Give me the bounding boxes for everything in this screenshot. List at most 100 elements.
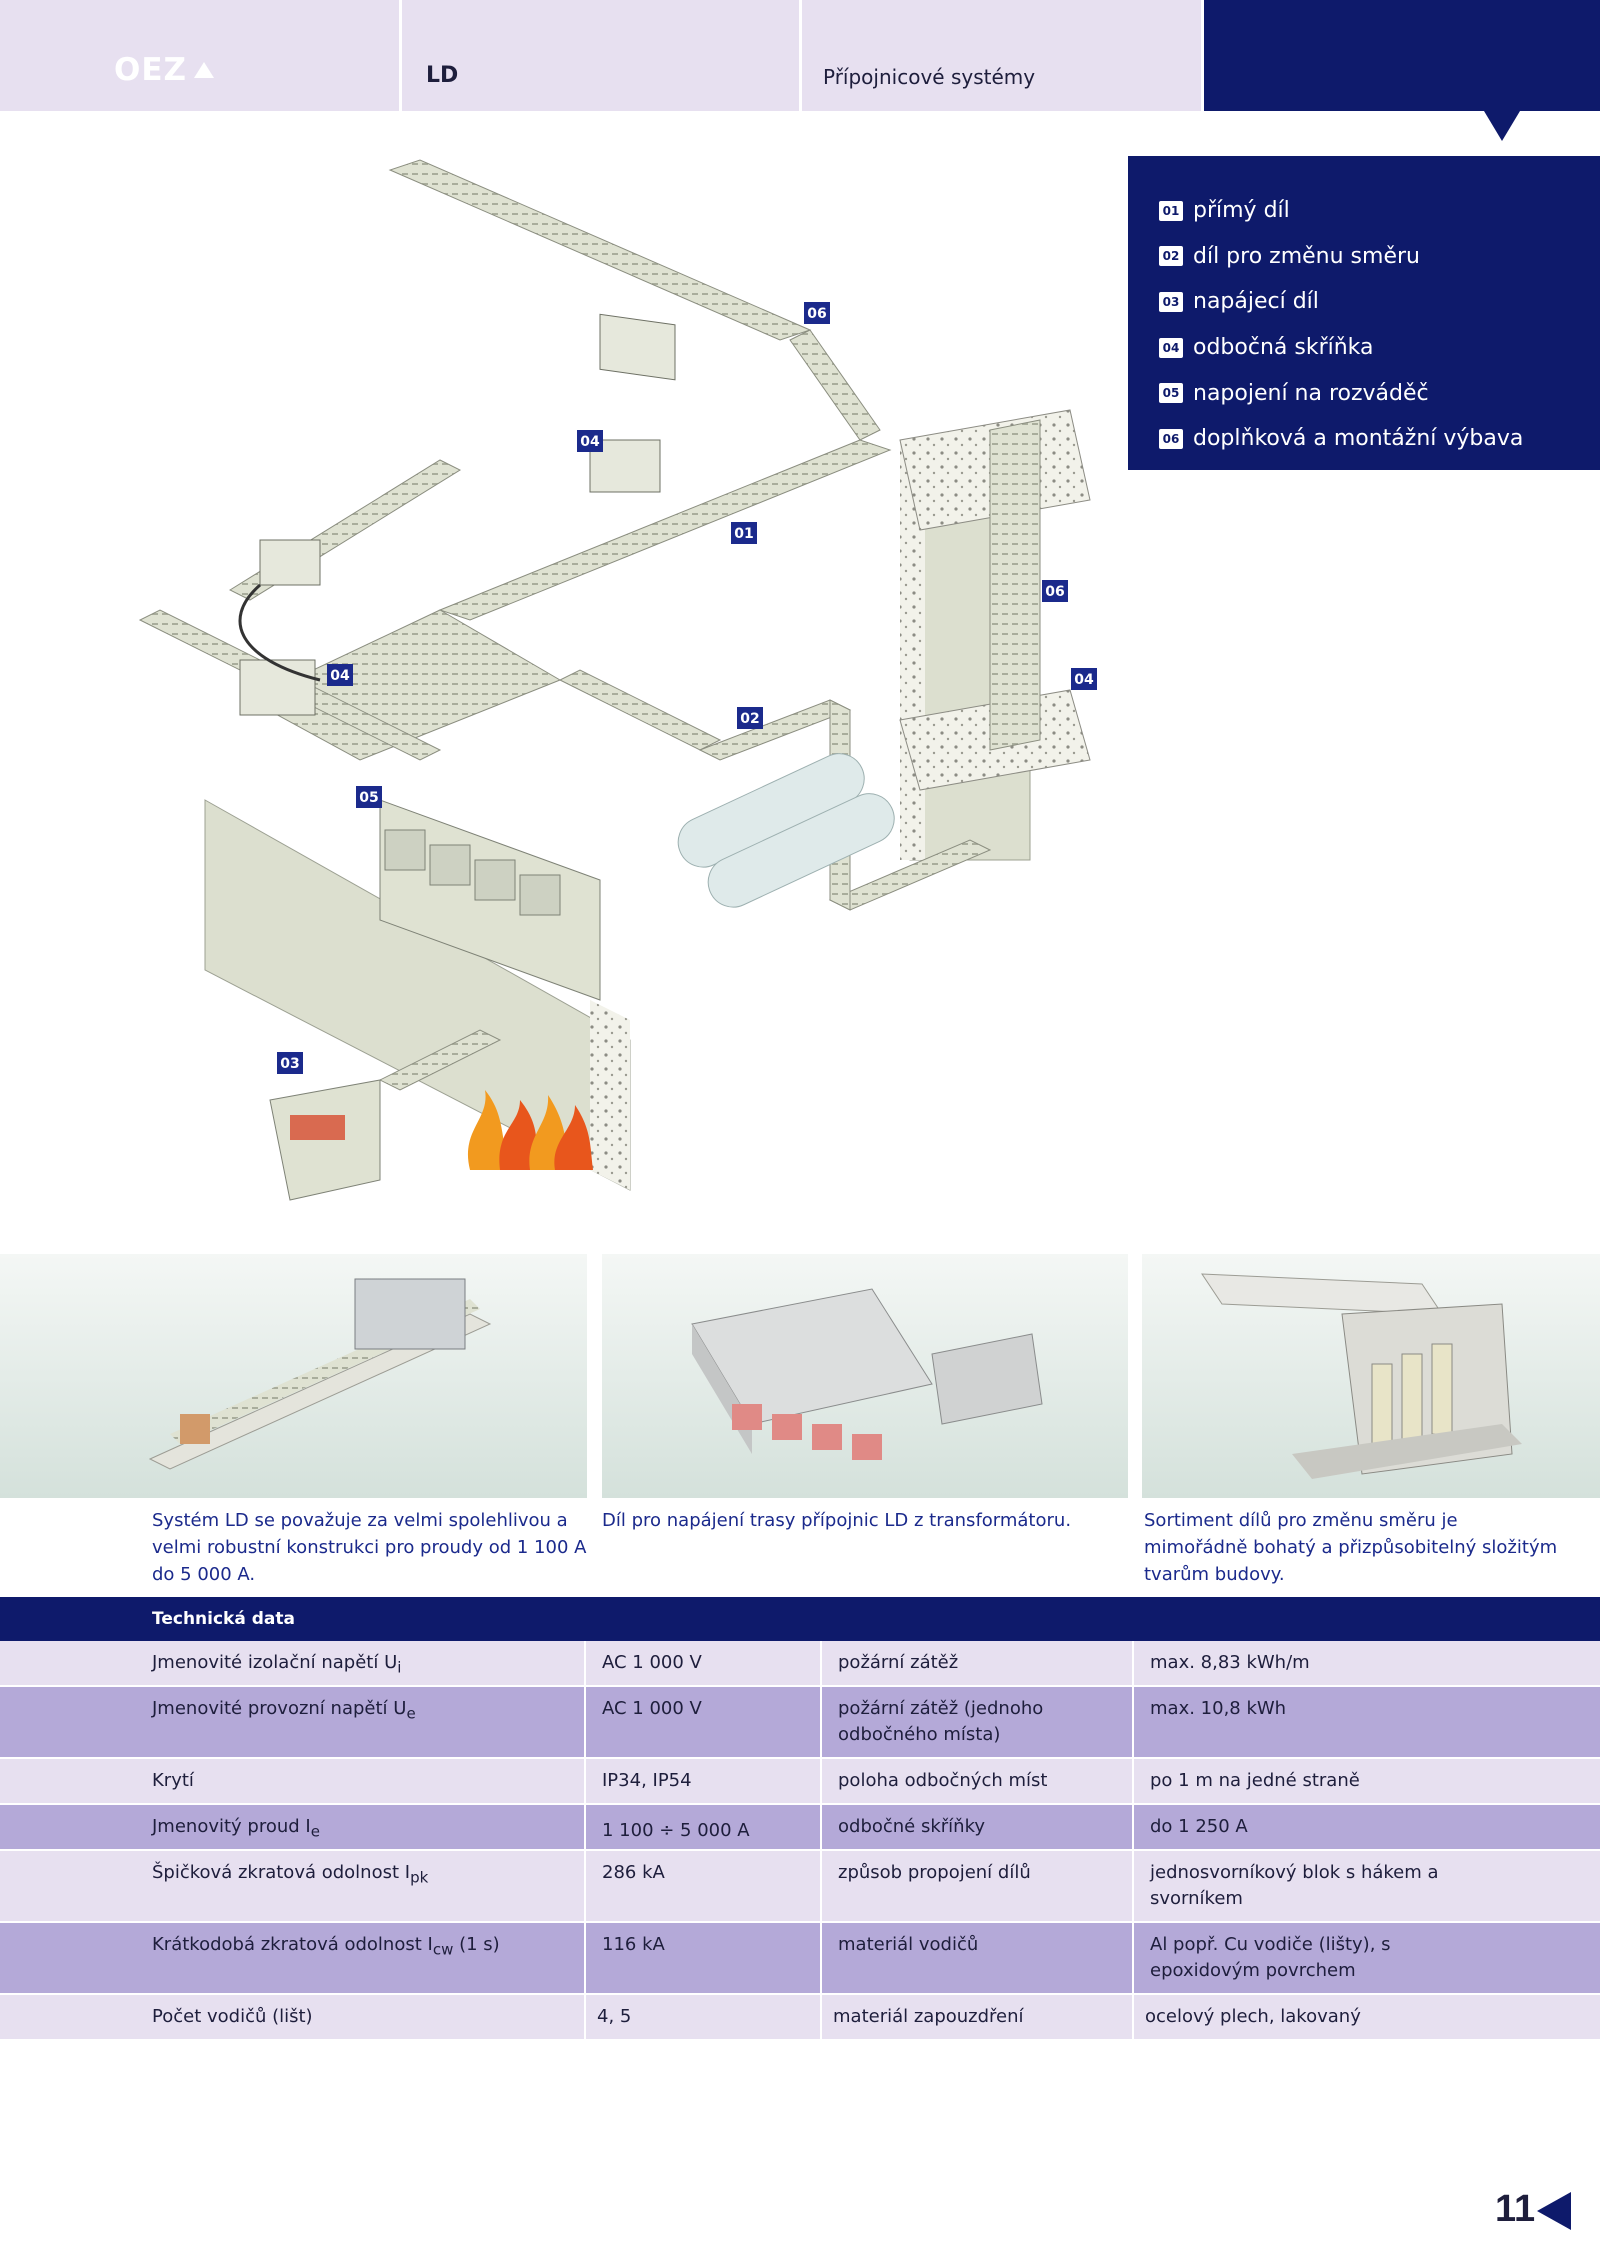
legend-item: 06 doplňková a montážní výbava	[1128, 416, 1600, 462]
parameter-value: max. 8,83 kWh/m	[1150, 1652, 1310, 1673]
feeder-cable	[238, 583, 321, 682]
legend-number: 02	[1159, 246, 1183, 267]
table-row: Špičková zkratová odolnost Ipk 286 kA zp…	[0, 1851, 1600, 1923]
supply-terminals	[290, 1115, 345, 1140]
svg-text:06: 06	[807, 306, 826, 322]
busbar-diagonal-run	[789, 329, 881, 441]
legend-number: 03	[1159, 291, 1183, 312]
feeder-box-upper	[259, 539, 321, 586]
svg-text:04: 04	[1074, 672, 1094, 688]
legend-item: 04 odbočná skříňka	[1128, 325, 1600, 371]
parameter-name: odbočné skříňky	[838, 1816, 986, 1837]
legend-label: napájecí díl	[1193, 289, 1319, 315]
parameter-name: Počet vodičů (lišt)	[152, 2006, 313, 2027]
table-row: Krytí IP34, IP54 poloha odbočných míst p…	[0, 1759, 1600, 1805]
legend-box: 01 přímý díl 02 díl pro změnu směru 03 napá…	[1128, 156, 1600, 470]
parameter-value: jednosvorníkový blok s hákem a svorníkem	[1150, 1862, 1439, 1909]
photo-straight-busbar	[0, 1254, 587, 1498]
legend-label: doplňková a montážní výbava	[1193, 426, 1524, 452]
parameter-value: Al popř. Cu vodiče (lišty), s epoxidovým…	[1150, 1934, 1391, 1981]
parameter-value: 4, 5	[597, 2006, 632, 2027]
busbar-mid-run	[438, 439, 892, 621]
legend-label: napojení na rozváděč	[1193, 380, 1429, 406]
callout-06-top: 06	[804, 302, 830, 324]
legend-number: 05	[1159, 383, 1183, 404]
svg-text:04: 04	[580, 434, 600, 450]
table-row: Jmenovité provozní napětí Ue AC 1 000 V …	[0, 1687, 1600, 1759]
parameter-name: způsob propojení dílů	[838, 1862, 1031, 1883]
photo-transformer-feeder	[602, 1254, 1128, 1498]
parameter-name: požární zátěž	[838, 1652, 959, 1673]
riser-busbar	[989, 419, 1041, 751]
legend-number: 06	[1159, 428, 1183, 449]
callout-04-left: 04	[327, 664, 353, 686]
legend-label: přímý díl	[1193, 198, 1290, 224]
oez-logo: OEZ	[114, 52, 188, 88]
page-arrow-icon	[1537, 2192, 1571, 2230]
parameter-name: Jmenovitý proud Ie	[152, 1816, 320, 1841]
parameter-name: Jmenovité izolační napětí Ui	[152, 1652, 402, 1677]
parameter-name: Jmenovité provozní napětí Ue	[152, 1698, 416, 1723]
busbar-route-right	[558, 669, 722, 751]
product-name: LD	[426, 63, 459, 88]
header-category-panel: Přípojnicové systémy	[802, 0, 1201, 111]
parameter-value: 286 kA	[602, 1862, 665, 1883]
parameter-name: Krytí	[152, 1770, 194, 1791]
parameter-value: do 1 250 A	[1150, 1816, 1248, 1837]
logo-triangle-icon	[194, 62, 214, 78]
busbar-route-elbow	[698, 699, 852, 761]
parameter-name: materiál zapouzdření	[833, 2006, 1024, 2027]
callout-06-column: 06	[1042, 580, 1068, 602]
wall-edge	[590, 1000, 630, 1190]
svg-text:06: 06	[1045, 584, 1064, 600]
parameter-value: 116 kA	[602, 1934, 665, 1955]
table-row: Jmenovitý proud Ie 1 100 ÷ 5 000 A odboč…	[0, 1805, 1600, 1851]
category-name: Přípojnicové systémy	[823, 65, 1036, 89]
legend-label: odbočná skříňka	[1193, 335, 1374, 361]
caption-transformer-feeder: Díl pro napájení trasy přípojnic LD z tr…	[602, 1510, 1072, 1531]
legend-item: 01 přímý díl	[1128, 188, 1600, 234]
fire-icon	[467, 1090, 593, 1170]
legend-number: 01	[1159, 200, 1183, 221]
parameter-value: ocelový plech, lakovaný	[1145, 2006, 1361, 2027]
caption-straight-busbar: Systém LD se považuje za velmi spolehliv…	[152, 1510, 587, 1585]
callout-05: 05	[356, 786, 382, 808]
parameter-value: po 1 m na jedné straně	[1150, 1770, 1360, 1791]
callout-02: 02	[737, 707, 763, 729]
header-notch-icon	[1484, 111, 1520, 141]
page-number: 11	[1495, 2188, 1536, 2230]
table-row: Krátkodobá zkratová odolnost Icw (1 s) 1…	[0, 1923, 1600, 1995]
svg-text:02: 02	[740, 711, 759, 727]
switchgear-cabinet	[379, 799, 601, 1001]
header-product-panel: LD	[402, 0, 799, 111]
callout-01: 01	[731, 522, 757, 544]
supply-busbar	[378, 1029, 502, 1091]
parameter-name: Špičková zkratová odolnost Ipk	[152, 1862, 429, 1887]
busbar-top-run	[388, 159, 812, 341]
table-row: Počet vodičů (lišt) 4, 5 materiál zapouz…	[0, 1995, 1600, 2041]
parameter-value: AC 1 000 V	[602, 1652, 702, 1673]
svg-text:04: 04	[330, 668, 350, 684]
parameter-value: 1 100 ÷ 5 000 A	[602, 1820, 750, 1841]
parameter-name: materiál vodičů	[838, 1934, 979, 1955]
legend-item: 03 napájecí díl	[1128, 279, 1600, 325]
parameter-name: požární zátěž (jednoho odbočného místa)	[838, 1698, 1044, 1745]
legend-number: 04	[1159, 337, 1183, 358]
parameter-value: max. 10,8 kWh	[1150, 1698, 1287, 1719]
svg-text:01: 01	[734, 526, 753, 542]
caption-direction-change: Sortiment dílů pro změnu směru je mimořá…	[1144, 1510, 1558, 1585]
parameter-name: poloha odbočných míst	[838, 1770, 1048, 1791]
photo-direction-change	[1142, 1254, 1600, 1498]
callout-04-top: 04	[577, 430, 603, 452]
svg-text:05: 05	[359, 790, 378, 806]
parameter-name: Krátkodobá zkratová odolnost Icw (1 s)	[152, 1934, 500, 1959]
legend-label: díl pro změnu směru	[1193, 243, 1420, 269]
technical-data-table: Technická data Jmenovité izolační napětí…	[0, 1597, 1600, 2041]
legend-item: 02 díl pro změnu směru	[1128, 234, 1600, 280]
busbar-system-diagram: 06 04 01 06 04 04 02 05 03	[138, 159, 1097, 1201]
header-logo-panel: OEZ	[0, 0, 399, 111]
callout-03: 03	[277, 1052, 303, 1074]
table-title: Technická data	[0, 1597, 1600, 1641]
legend-item: 05 napojení na rozváděč	[1128, 370, 1600, 416]
svg-text:03: 03	[280, 1056, 299, 1072]
